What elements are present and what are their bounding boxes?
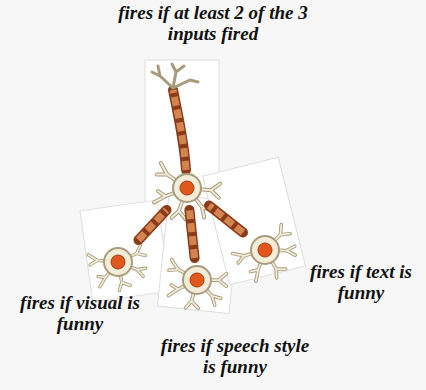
neuron-label: fires if visual is funny (5, 293, 155, 335)
axon-connector (139, 210, 167, 240)
neuron-cell-body: fires if visual is funny (96, 240, 140, 284)
axon-connector (189, 210, 194, 258)
neuron-cell-body: fires if speech style is funny (175, 258, 219, 302)
soma-shape (243, 228, 287, 272)
axon-connector (209, 206, 243, 233)
neuron-label: fires if text is funny (302, 262, 420, 304)
soma-shape (165, 166, 209, 210)
soma-shape (175, 258, 219, 302)
soma-shape (96, 240, 140, 284)
neuron-label: fires if at least 2 of the 3 inputs fire… (113, 3, 313, 45)
neuron-label: fires if speech style is funny (155, 336, 315, 378)
neuron-cell-body: fires if text is funny (243, 228, 287, 272)
neuron-cell-body: fires if at least 2 of the 3 inputs fire… (165, 166, 209, 210)
